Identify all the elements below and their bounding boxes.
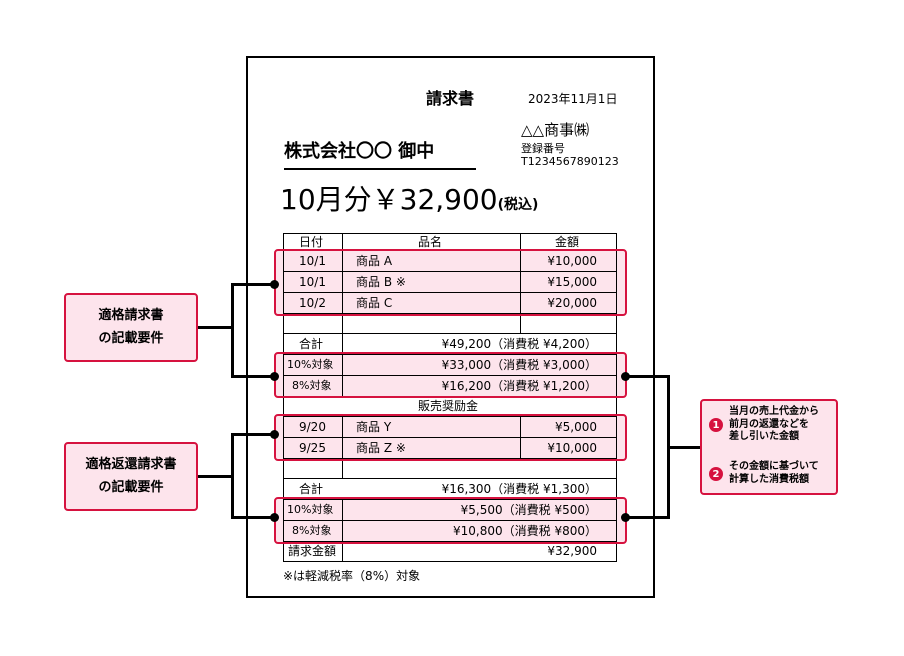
return-requirements-callout: 適格返還請求書 の記載要件 xyxy=(64,442,198,511)
tax-10-label: 10%対象 xyxy=(287,358,334,371)
sales-tax-box xyxy=(274,352,627,398)
billing-label: 請求金額 xyxy=(288,544,337,558)
tax-8-value: ¥16,200（消費税 ¥1,200） xyxy=(441,379,597,393)
callout-line: の記載要件 xyxy=(98,479,164,495)
note-2-text: その金額に基づいて 計算した消費税額 xyxy=(729,461,819,486)
sales-total-value: ¥49,200（消費税 ¥4,200） xyxy=(441,337,597,351)
table-row-date: 10/2 xyxy=(299,296,326,310)
rebate-tax-10-label: 10%対象 xyxy=(287,503,334,516)
registration-number: T1234567890123 xyxy=(521,155,619,168)
note-line: その金額に基づいて xyxy=(729,461,819,472)
table-row-amount: ¥15,000 xyxy=(547,275,597,289)
table-row-item: 商品 B ※ xyxy=(356,275,406,289)
rebate-tax-8-label: 8%対象 xyxy=(292,524,332,537)
connector-line xyxy=(626,516,669,519)
header-amount: 金額 xyxy=(555,235,580,249)
connector-line xyxy=(231,283,234,377)
registration-label: 登録番号 xyxy=(521,142,565,155)
rebate-tax-8-value: ¥10,800（消費税 ¥800） xyxy=(453,524,597,538)
header-date: 日付 xyxy=(299,235,324,249)
connector-line xyxy=(198,326,232,329)
sales-total-label: 合計 xyxy=(299,337,324,351)
invoice-title: 請求書 xyxy=(426,89,475,108)
table-row-date: 10/1 xyxy=(299,275,326,289)
connector-line xyxy=(626,375,669,378)
invoice-requirements-callout: 適格請求書 の記載要件 xyxy=(64,293,198,362)
connector-dot xyxy=(621,372,630,381)
table-row-date: 9/25 xyxy=(299,441,326,455)
sales-rows-highlight xyxy=(274,251,626,314)
table-row-date: 9/20 xyxy=(299,420,326,434)
callout-line: 適格請求書 xyxy=(98,308,164,324)
tax-10-value: ¥33,000（消費税 ¥3,000） xyxy=(441,358,597,372)
connector-dot xyxy=(270,280,279,289)
connector-line xyxy=(231,516,275,519)
rebate-tax-10-value: ¥5,500（消費税 ¥500） xyxy=(460,503,597,517)
rebate-heading: 販売奨励金 xyxy=(418,399,479,413)
recipient-name: 株式会社〇〇 御中 xyxy=(284,141,435,162)
billing-value: ¥32,900 xyxy=(547,544,597,558)
note-line: 当月の売上代金から xyxy=(729,406,819,417)
rebate-total-label: 合計 xyxy=(299,482,324,496)
rebate-total-value: ¥16,300（消費税 ¥1,300） xyxy=(441,482,597,496)
connector-dot xyxy=(270,430,279,439)
callout-line: の記載要件 xyxy=(98,330,164,346)
recipient-underline xyxy=(284,168,476,170)
sales-rows-box xyxy=(274,249,627,316)
table-row-item: 商品 Y xyxy=(356,420,392,434)
table-row-item: 商品 C xyxy=(356,296,393,310)
connector-line xyxy=(667,446,701,449)
connector-dot xyxy=(270,513,279,522)
invoice-date: 2023年11月1日 xyxy=(528,92,618,106)
callout-line: 適格返還請求書 xyxy=(85,457,177,473)
connector-line xyxy=(231,375,275,378)
table-row-amount: ¥5,000 xyxy=(555,420,597,434)
connector-line xyxy=(198,475,232,478)
table-row-date: 10/1 xyxy=(299,254,326,268)
connector-line xyxy=(231,433,275,436)
issuer-name: △△商事㈱ xyxy=(521,121,590,139)
table-row-amount: ¥10,000 xyxy=(547,254,597,268)
number-2-icon: 2 xyxy=(709,467,723,481)
invoice-document: 請求書 2023年11月1日 △△商事㈱ 登録番号 T1234567890123… xyxy=(246,56,655,598)
note-1-text: 当月の売上代金から 前月の返還などを 差し引いた金額 xyxy=(729,406,819,444)
table-row-item: 商品 A xyxy=(356,254,393,268)
connector-line xyxy=(231,283,275,286)
number-1-icon: 1 xyxy=(709,418,723,432)
connector-dot xyxy=(621,513,630,522)
amount-main: 10月分￥32,900 xyxy=(280,183,498,216)
table-row-amount: ¥10,000 xyxy=(547,441,597,455)
connector-dot xyxy=(270,372,279,381)
table-row-amount: ¥20,000 xyxy=(547,296,597,310)
note-line: 計算した消費税額 xyxy=(729,473,809,485)
rebate-rows-box xyxy=(274,414,627,461)
connector-line xyxy=(231,433,234,519)
tax-8-label: 8%対象 xyxy=(292,379,332,392)
amount-heading: 10月分￥32,900(税込) xyxy=(280,186,538,214)
header-item: 品名 xyxy=(418,235,443,249)
table-row-item: 商品 Z ※ xyxy=(356,441,406,455)
rebate-tax-box xyxy=(274,497,627,544)
note-line: 差し引いた金額 xyxy=(729,431,799,442)
explanation-callout: 1 当月の売上代金から 前月の返還などを 差し引いた金額 2 その金額に基づいて… xyxy=(700,399,838,495)
amount-suffix: (税込) xyxy=(497,197,539,213)
footnote: ※は軽減税率（8%）対象 xyxy=(283,569,421,583)
note-line: 前月の返還などを xyxy=(729,418,809,430)
